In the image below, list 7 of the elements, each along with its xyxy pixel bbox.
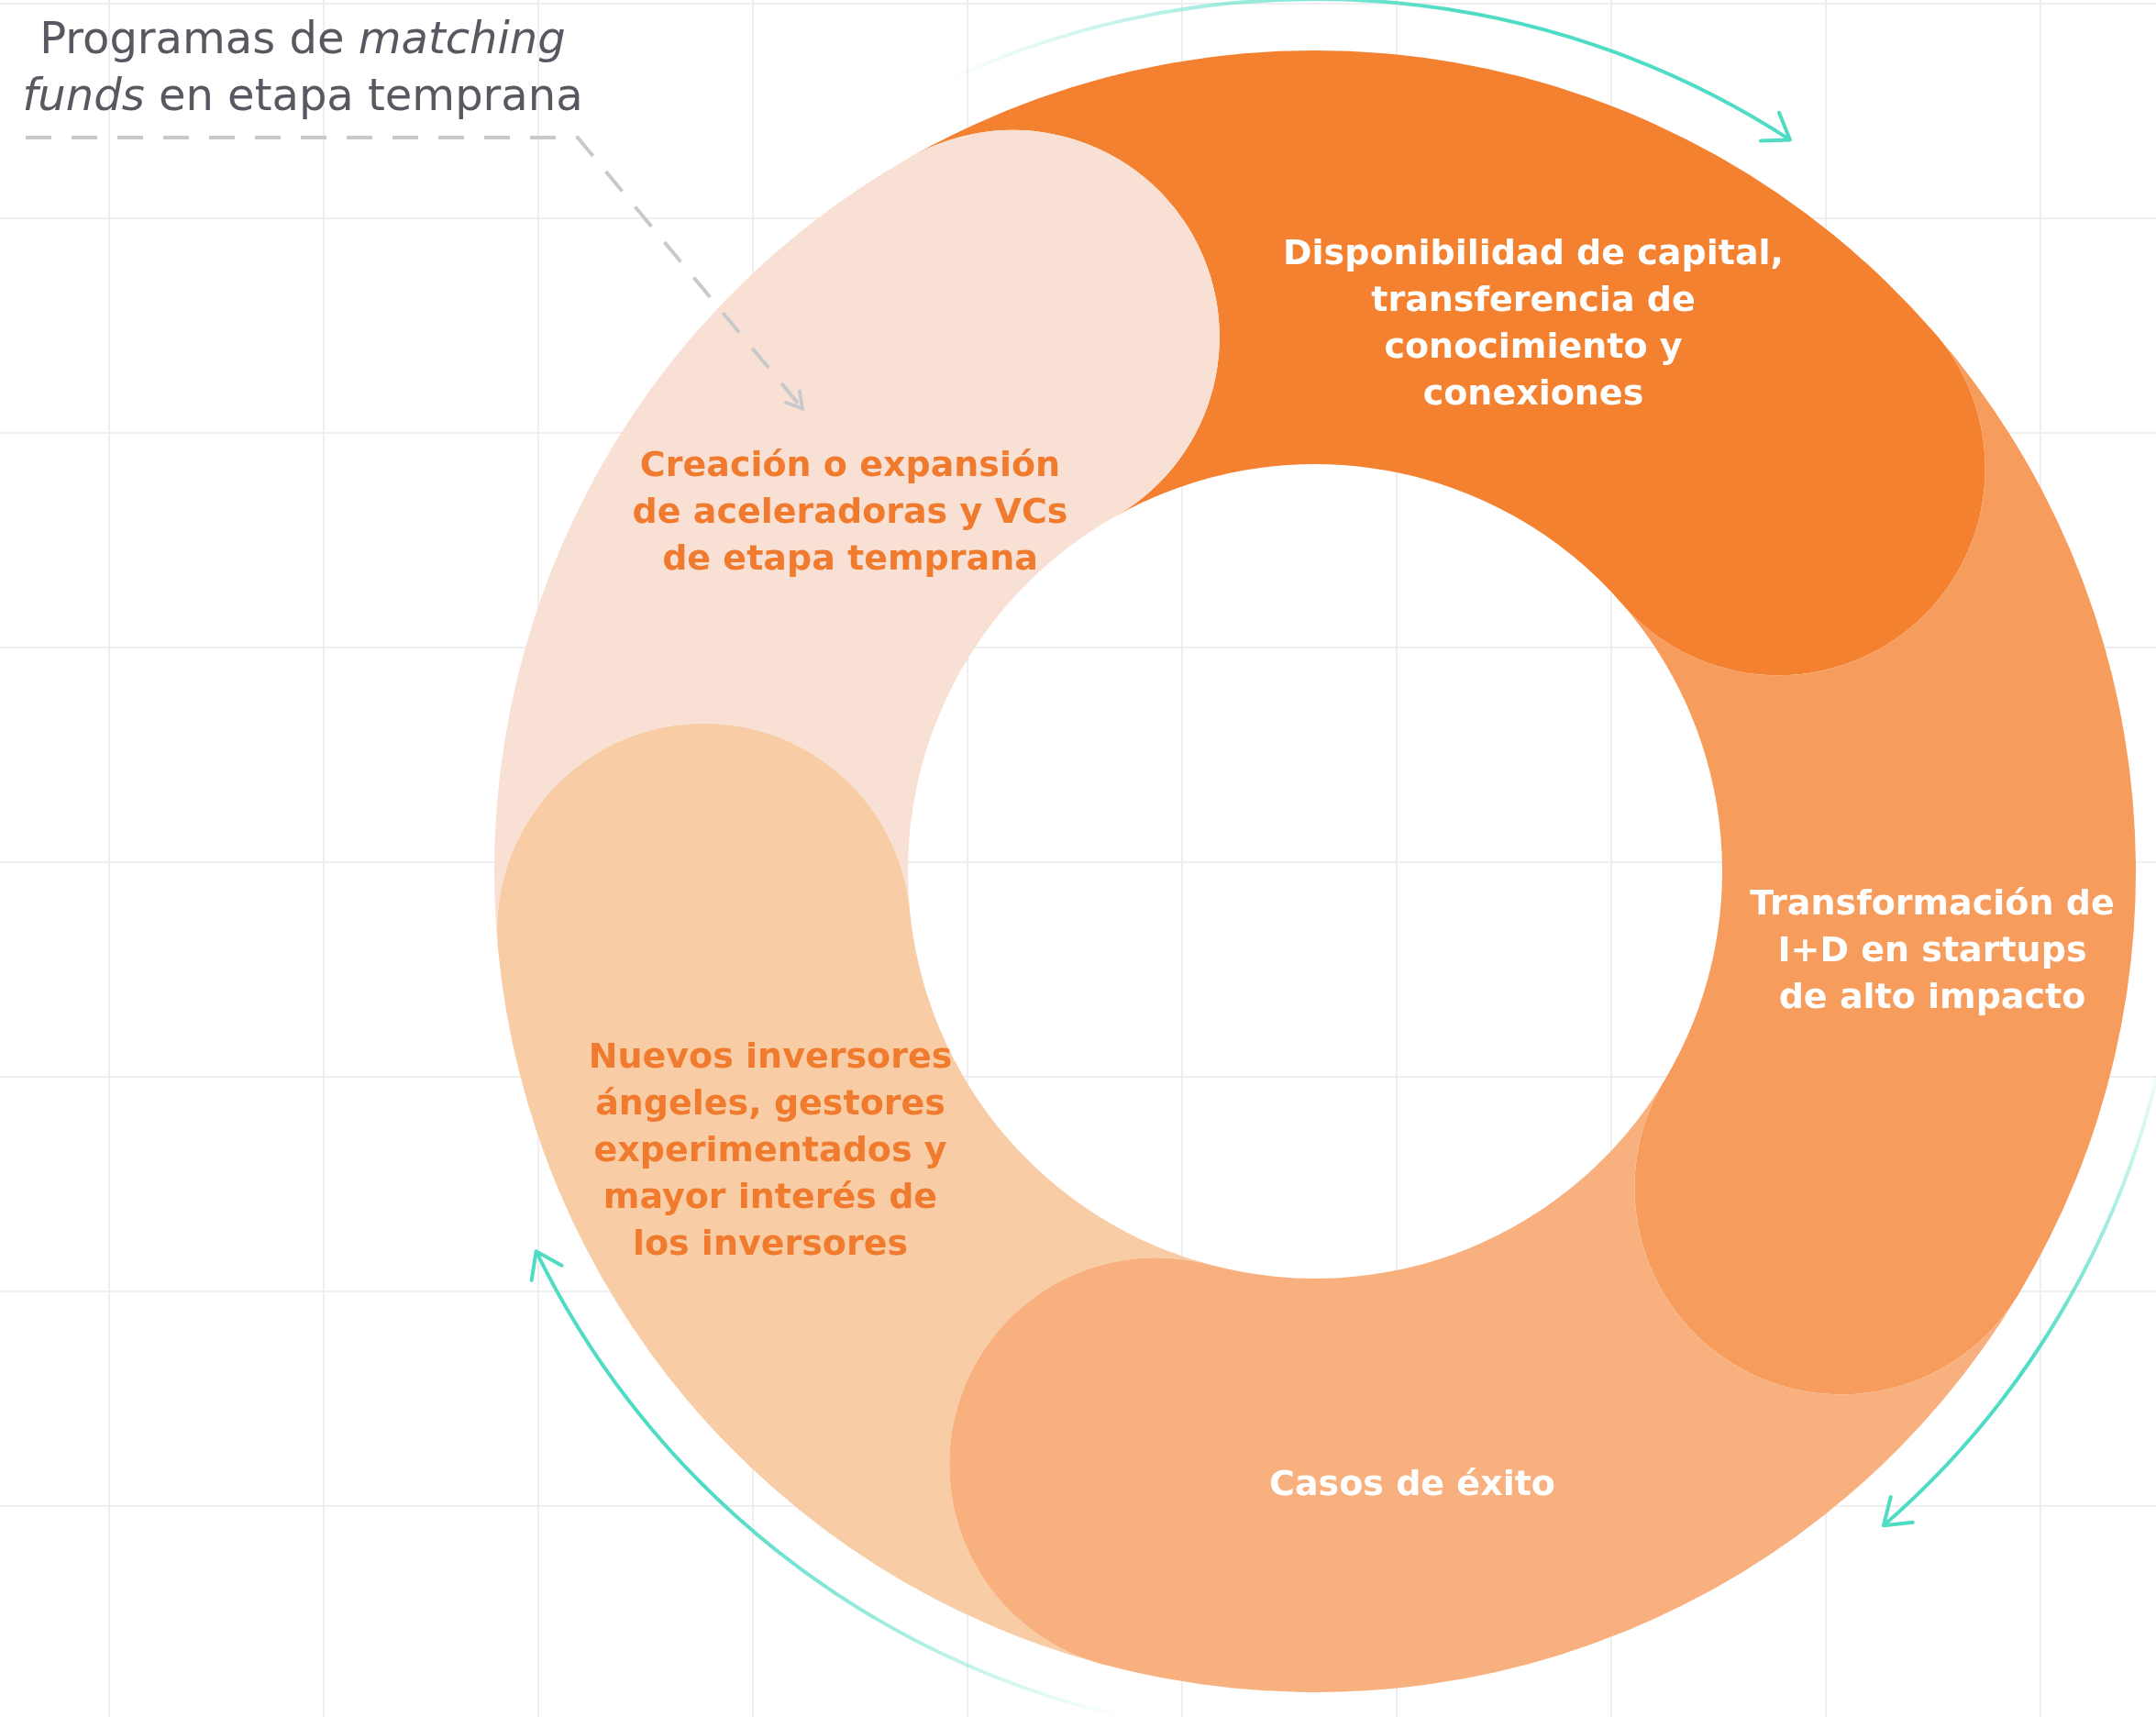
leader-line xyxy=(26,136,804,411)
segment-label: Disponibilidad de capital, transferencia de conocimiento y conexiones xyxy=(1282,231,1785,415)
segment-label: Transformación de I+D en startups de alto impacto xyxy=(1749,881,2116,1018)
annotation-text: Programas de matching funds en etapa temprana xyxy=(21,11,584,122)
segment-label: Casos de éxito xyxy=(1268,1461,1556,1505)
segment-label: Nuevos inversores ángeles, gestores experimentados y mayor interés de los inversores xyxy=(587,1034,954,1265)
segment-label: Creación o expansión de aceleradoras y VCs de etapa temprana xyxy=(631,442,1069,580)
